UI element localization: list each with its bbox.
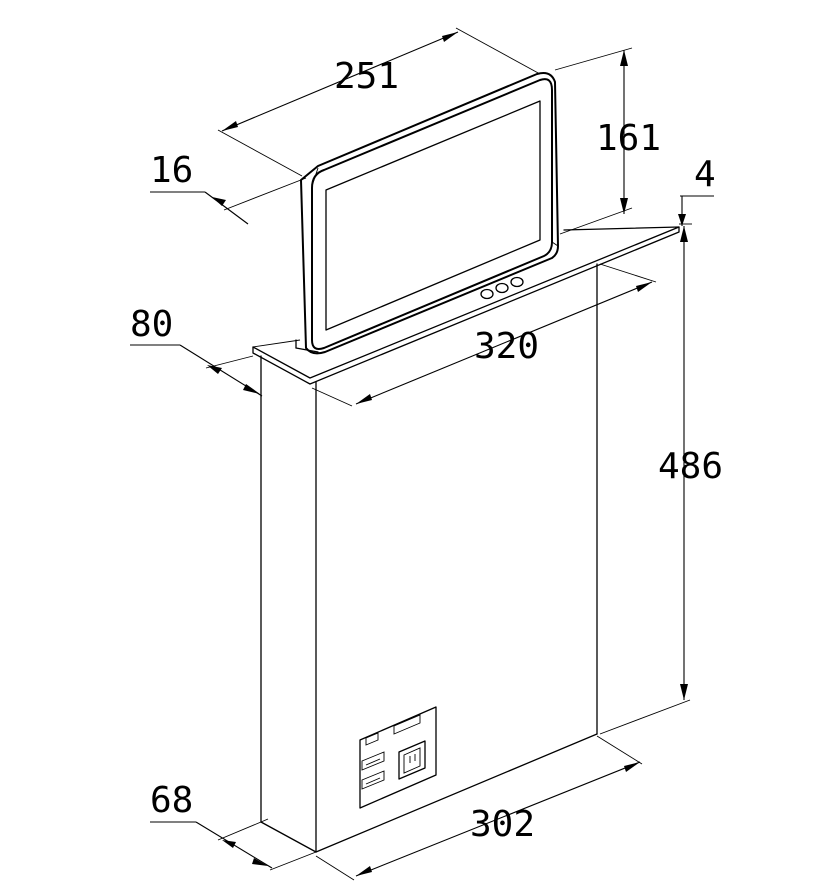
dimension-labels: 251 161 16 4 80 320 486 68 302 — [130, 56, 723, 845]
monitor-button-3 — [510, 276, 524, 288]
dim-label-body-width: 302 — [470, 804, 535, 845]
monitor-button-2 — [495, 282, 509, 294]
monitor — [300, 72, 559, 355]
top-lid — [252, 226, 680, 385]
monitor-buttons — [480, 276, 524, 300]
dim-label-top-width: 320 — [474, 326, 539, 367]
dim-label-screen-width: 251 — [334, 56, 399, 97]
monitor-back-shell — [300, 72, 559, 355]
dim-label-body-depth: 68 — [150, 780, 193, 821]
serial-port-1 — [361, 751, 385, 771]
dim-label-body-height: 486 — [658, 446, 723, 487]
dim-label-top-depth: 80 — [130, 304, 173, 345]
dim-label-screen-thickness: 16 — [150, 150, 193, 191]
dim-label-lid-thickness: 4 — [694, 154, 716, 195]
dim-label-screen-height: 161 — [596, 118, 661, 159]
serial-port-2 — [361, 770, 385, 790]
monitor-screen — [325, 100, 541, 331]
lift-body — [260, 263, 598, 853]
monitor-button-1 — [480, 288, 494, 300]
connector-panel — [359, 706, 437, 809]
power-socket — [398, 740, 426, 780]
dimension-lines — [130, 27, 714, 881]
